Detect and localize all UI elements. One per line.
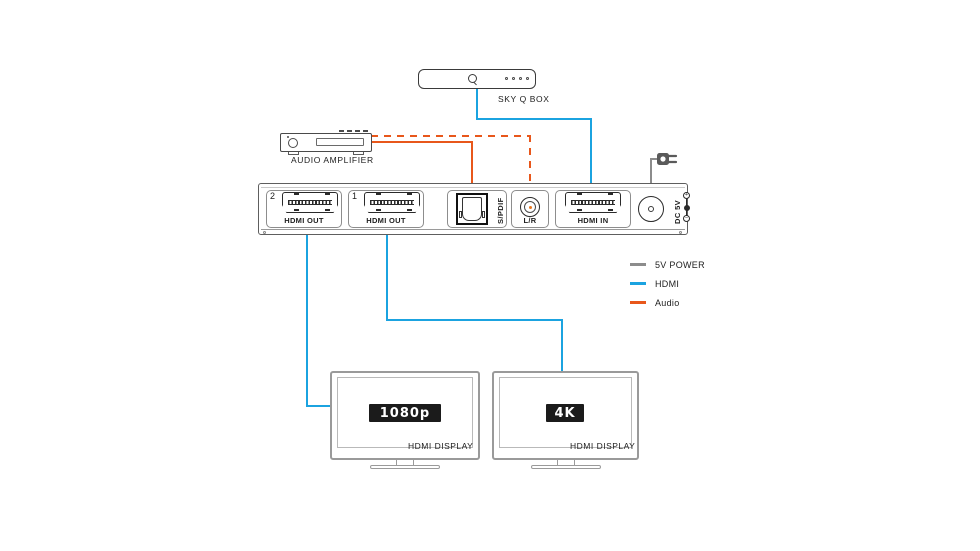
cable-audio-spdif-vertical — [471, 141, 473, 218]
legend-label-hdmi: HDMI — [655, 278, 680, 289]
volume-knob-icon — [288, 138, 298, 148]
panel-bottom-edge — [261, 229, 685, 230]
hdmi-pins — [288, 200, 332, 205]
cable-hdmi-skyq-vertical-1 — [476, 88, 478, 119]
amplifier-vent — [355, 130, 360, 132]
port-label-hdmi-in: HDMI IN — [577, 216, 609, 225]
spdif-toslink-shape — [462, 197, 482, 221]
cable-hdmi-out2-horizontal — [306, 405, 331, 407]
sky-q-indicator-dot — [505, 77, 509, 81]
polarity-plus-icon: + — [683, 192, 690, 199]
amplifier-vent — [347, 130, 352, 132]
sky-q-box-label: SKY Q BOX — [498, 94, 550, 104]
port-index-2: 2 — [270, 191, 276, 201]
port-index-1: 1 — [352, 191, 358, 201]
legend-item-hdmi: HDMI — [630, 274, 705, 293]
legend-item-power: 5V POWER — [630, 255, 705, 274]
cable-audio-lr-horizontal — [371, 135, 531, 138]
legend-label-audio: Audio — [655, 297, 680, 308]
power-plug-icon — [653, 150, 679, 168]
search-icon — [468, 74, 477, 83]
display-stand-base — [370, 465, 440, 469]
polarity-connector-line — [686, 199, 688, 206]
cable-hdmi-out1-horizontal — [386, 319, 563, 321]
display-stand-base — [531, 465, 601, 469]
hdmi-notch — [577, 193, 582, 195]
port-label-dc-5v: DC 5V — [673, 199, 682, 224]
sky-q-indicator-dot — [519, 77, 523, 81]
amplifier-foot — [353, 152, 364, 155]
panel-top-edge — [261, 187, 685, 188]
dc-jack-pin — [648, 206, 654, 212]
audio-amplifier-label: AUDIO AMPLIFIER — [291, 155, 374, 165]
amplifier-vent — [363, 130, 368, 132]
hdmi-pins — [370, 200, 414, 205]
resolution-badge-1080p: 1080p — [369, 404, 441, 422]
hdmi-notch — [325, 209, 330, 211]
cable-hdmi-out2-vertical — [306, 215, 308, 407]
legend-swatch-audio — [630, 301, 646, 304]
cable-hdmi-skyq-horizontal — [476, 118, 592, 120]
audio-amplifier — [280, 133, 372, 152]
panel-screw — [679, 231, 682, 234]
sky-q-indicator-dot — [526, 77, 530, 81]
port-label-lr: L/R — [523, 216, 537, 225]
sky-q-box — [418, 69, 536, 89]
hdmi-notch — [608, 209, 613, 211]
cable-hdmi-skyq-vertical-2 — [590, 118, 592, 208]
hdmi-notch — [577, 209, 582, 211]
hdmi-pins — [571, 200, 615, 205]
cable-audio-lr-vertical — [529, 135, 532, 207]
port-label-spdif: S/PDIF — [496, 197, 505, 224]
amplifier-foot — [288, 152, 299, 155]
legend: 5V POWER HDMI Audio — [630, 255, 705, 312]
hdmi-notch — [294, 209, 299, 211]
hdmi-notch — [407, 209, 412, 211]
hdmi-notch — [376, 209, 381, 211]
cable-hdmi-out1-vertical-1 — [386, 215, 388, 320]
display-label-4k: HDMI DISPLAY — [570, 441, 636, 451]
legend-swatch-hdmi — [630, 282, 646, 285]
spdif-ear — [482, 211, 485, 218]
cable-audio-spdif-horizontal — [371, 141, 473, 143]
hdmi-notch — [376, 193, 381, 195]
amplifier-led — [287, 136, 289, 138]
hdmi-notch — [325, 193, 330, 195]
spdif-ear — [459, 211, 462, 218]
rca-jack-hole — [528, 205, 532, 209]
cable-hdmi-out1-vertical-2 — [561, 319, 563, 372]
legend-label-power: 5V POWER — [655, 259, 705, 270]
amplifier-display — [316, 138, 364, 146]
resolution-badge-4k: 4K — [546, 404, 584, 422]
amplifier-vent — [339, 130, 344, 132]
sky-q-indicator-dot — [512, 77, 516, 81]
legend-swatch-power — [630, 263, 646, 266]
rca-jack-ring — [524, 201, 536, 213]
polarity-connector-line — [686, 210, 688, 216]
hdmi-notch — [294, 193, 299, 195]
port-label-hdmi-out-2: HDMI OUT — [284, 216, 324, 225]
display-label-1080p: HDMI DISPLAY — [408, 441, 474, 451]
port-label-hdmi-out-1: HDMI OUT — [366, 216, 406, 225]
hdmi-notch — [608, 193, 613, 195]
polarity-minus-icon: − — [683, 215, 690, 222]
hdmi-notch — [407, 193, 412, 195]
legend-item-audio: Audio — [630, 293, 705, 312]
panel-screw — [263, 231, 266, 234]
